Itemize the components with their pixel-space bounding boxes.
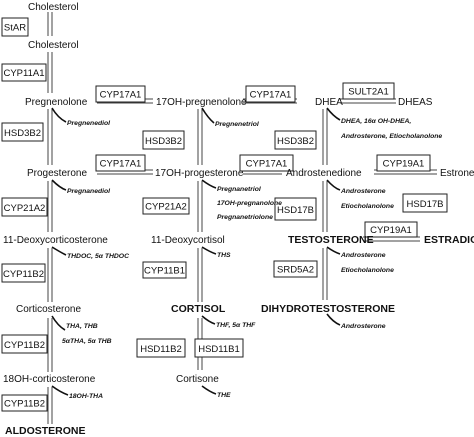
enzyme-star: StAR [4,23,26,34]
enzyme-hsd11b1: HSD11B1 [198,344,240,355]
enzyme-hsd11b2: HSD11B2 [140,344,182,355]
label-pregnanediol: Pregnanediol [67,188,110,195]
enzyme-hsd3b2-b: HSD3B2 [145,136,182,147]
enzyme-boxes: StAR CYP11A1 CYP17A1 CYP17A1 SULT2A1 HSD… [1,17,448,412]
label-thf: THF, 5α THF [216,322,256,329]
enzyme-cyp17a1-a: CYP17A1 [100,90,142,101]
label-androsterone-1: Androsterone [340,188,386,195]
label-pregnenediol: Pregnenediol [67,120,110,127]
label-etiocholanolone-2: Etiocholanolone [341,267,394,274]
node-cortisol: CORTISOL [171,303,226,315]
enzyme-hsd17b-b: HSD17B [407,199,444,210]
node-cholesterol-top: Cholesterol [28,2,79,13]
node-17oh-pregnenolone: 17OH-pregnenolone [156,97,247,108]
enzyme-cyp17a1-c: CYP17A1 [100,159,142,170]
enzyme-cyp19a1-a: CYP19A1 [383,159,425,170]
enzyme-hsd3b2-c: HSD3B2 [277,136,314,147]
node-dhea: DHEA [315,97,343,108]
node-18oh-corticosterone: 18OH-corticosterone [3,374,96,385]
node-pregnenolone: Pregnenolone [25,97,88,108]
enzyme-cyp11b2-b: CYP11B2 [4,340,45,351]
label-tha-thb: THA, THB [66,323,98,330]
enzyme-cyp11a1: CYP11A1 [3,68,44,79]
node-progesterone: Progesterone [27,168,87,179]
label-pregnenetriol: Pregnenetriol [215,121,259,128]
label-etiocholanolone-1: Etiocholanolone [341,203,394,210]
node-11-deoxycortisol: 11-Deoxycortisol [151,235,225,246]
label-5a-tha-thb: 5αTHA, 5α THB [62,338,112,345]
enzyme-sult2a1: SULT2A1 [348,87,388,98]
label-dhea-metabolites-1: DHEA, 16α OH-DHEA, [341,118,411,125]
enzyme-cyp21a2-b: CYP21A2 [145,202,187,213]
enzyme-hsd3b2-a: HSD3B2 [4,128,41,139]
enzyme-cyp17a1-d: CYP17A1 [246,159,288,170]
node-estrone: Estrone [440,168,474,179]
label-17oh-pregnanolone: 17OH-pregnanolone [217,200,282,207]
enzyme-cyp19a1-b: CYP19A1 [370,225,412,236]
node-testosterone: TESTOSTERONE [288,234,374,246]
label-pregnanetriolone: Pregnanetriolone [217,214,273,221]
node-11-deoxycorticosterone: 11-Deoxycorticosterone [3,235,108,246]
enzyme-cyp11b1: CYP11B1 [144,266,185,277]
node-corticosterone: Corticosterone [16,304,81,315]
enzyme-cyp21a2-a: CYP21A2 [4,203,46,214]
node-estradiol: ESTRADIOL [424,234,474,246]
label-dhea-metabolites-2: Androsterone, Etiocholanolone [340,133,442,140]
enzyme-hsd17b-a: HSD17B [277,205,314,216]
label-pregnanetriol: Pregnanetriol [217,186,261,193]
node-androstenedione: Androstenedione [286,168,362,179]
node-cholesterol: Cholesterol [28,40,79,51]
node-17oh-progesterone: 17OH-progesterone [155,168,244,179]
label-androsterone-2: Androsterone [340,252,386,259]
label-thdoc: THDOC, 5α THDOC [67,253,129,260]
enzyme-cyp11b2-a: CYP11B2 [3,269,44,280]
enzyme-cyp11b2-c: CYP11B2 [4,399,45,410]
node-aldosterone: ALDOSTERONE [5,425,86,437]
metabolite-nodes: Cholesterol Cholesterol Pregnenolone 17O… [3,2,474,437]
label-ths: THS [217,252,231,259]
label-the: THE [217,392,231,399]
node-dihydrotestosterone: DIHYDROTESTOSTERONE [261,303,395,315]
urinary-metabolite-labels: Pregnenediol Pregnenetriol DHEA, 16α OH-… [62,118,442,400]
node-cortisone: Cortisone [176,374,219,385]
metabolite-arrows [51,107,341,396]
label-18oh-tha: 18OH-THA [69,393,103,400]
enzyme-cyp17a1-b: CYP17A1 [250,90,292,101]
label-androsterone-3: Androsterone [340,323,386,330]
enzyme-srd5a2: SRD5A2 [277,265,314,276]
vertical-pipes [47,12,328,424]
node-dheas: DHEAS [398,97,433,108]
